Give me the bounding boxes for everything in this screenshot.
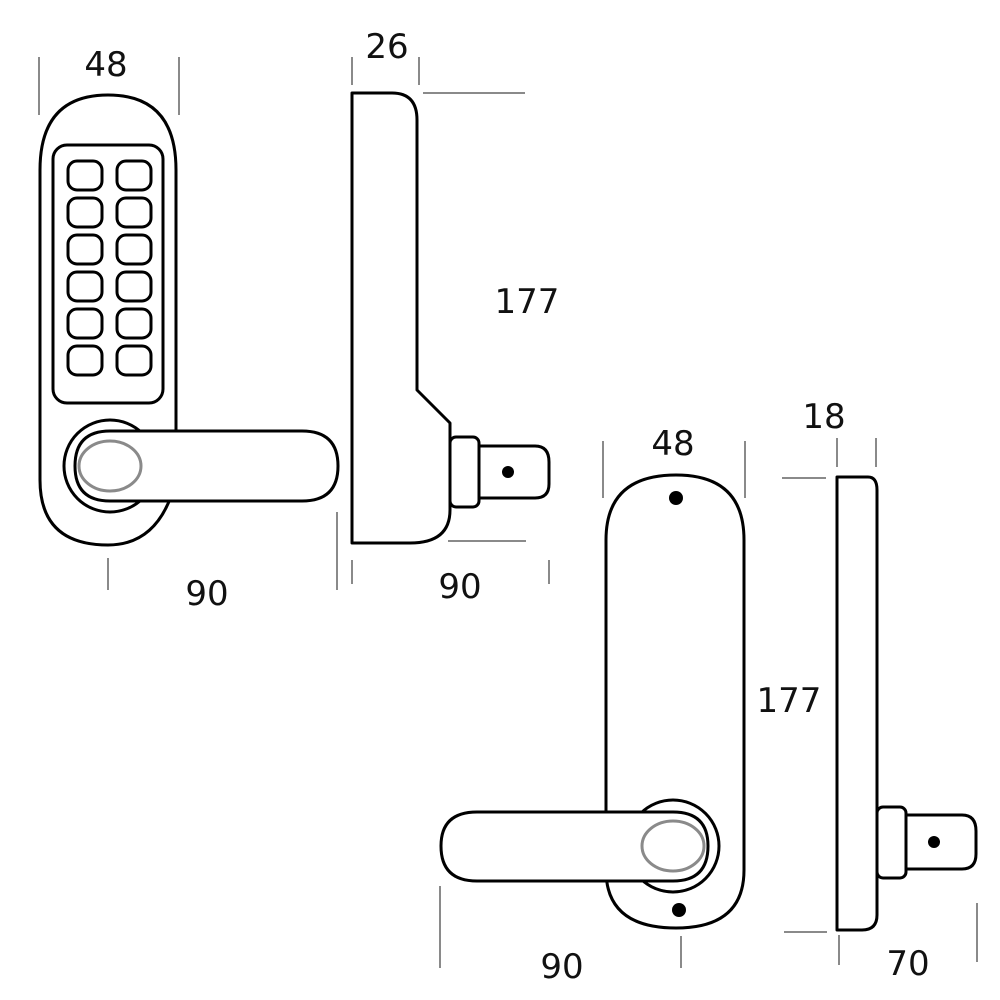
keypad-button[interactable]: [66, 159, 104, 192]
keypad-button[interactable]: [115, 344, 153, 377]
cylinder-icon: [640, 819, 706, 873]
dim-width-label: 48: [84, 45, 127, 85]
fixing-hole-icon: [672, 903, 686, 917]
keypad-buttons: [66, 159, 153, 377]
spindle-collar: [875, 805, 908, 880]
keypad-button[interactable]: [66, 344, 104, 377]
keypad-button[interactable]: [115, 196, 153, 229]
dim-depth-label: 26: [365, 27, 408, 67]
fixing-hole-icon: [669, 491, 683, 505]
dim-height-label: 177: [757, 681, 822, 721]
side-back-view: 18 70: [782, 397, 978, 984]
cylinder-icon: [77, 439, 143, 493]
lever-handle[interactable]: [439, 810, 710, 883]
keypad-button[interactable]: [115, 159, 153, 192]
dim-lever-label: 90: [540, 947, 583, 987]
keypad-button[interactable]: [115, 233, 153, 266]
spindle-collar: [448, 435, 481, 509]
front-keypad-view: 48 90: [38, 45, 340, 614]
keypad-button[interactable]: [115, 270, 153, 303]
keypad-button[interactable]: [66, 196, 104, 229]
dim-height-label: 177: [495, 282, 560, 322]
keypad-button[interactable]: [66, 307, 104, 340]
dim-spindle-label: 90: [438, 567, 481, 607]
spindle-hole-icon: [502, 466, 514, 478]
spindle: [904, 813, 978, 871]
keypad-button[interactable]: [115, 307, 153, 340]
dim-spindle-label: 70: [886, 944, 929, 984]
keypad-button[interactable]: [66, 233, 104, 266]
dim-width-label: 48: [651, 424, 694, 464]
dim-depth-label: 18: [802, 397, 845, 437]
side-keypad-view: 26 177 90: [350, 27, 560, 607]
dim-lever-label: 90: [185, 574, 228, 614]
spindle-hole-icon: [928, 836, 940, 848]
side-body: [350, 91, 452, 545]
side-body: [835, 475, 879, 932]
back-plate-view: 48 177 90: [439, 424, 822, 987]
lever-handle[interactable]: [73, 429, 340, 503]
keypad-button[interactable]: [66, 270, 104, 303]
